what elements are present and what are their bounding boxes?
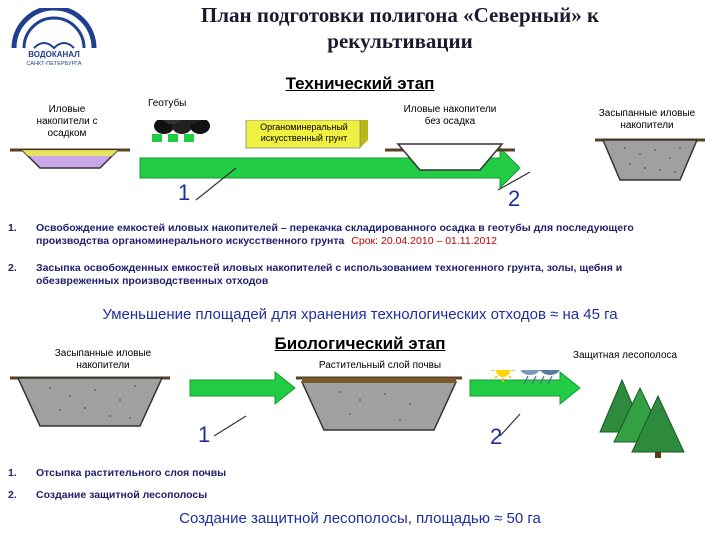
biological-marker-2: 2: [490, 424, 503, 449]
forest-icon: [599, 378, 685, 458]
technical-summary: Уменьшение площадей для хранения техноло…: [102, 306, 618, 323]
label-silt-without-sediment: Иловые накопители без осадка: [403, 104, 497, 127]
silt-pond-filled-tech: [595, 138, 705, 181]
logo-text: ВОДОКАНАЛ: [28, 50, 80, 59]
technical-item-2-num: 2.: [8, 262, 17, 274]
sun-icon: [491, 370, 515, 382]
technical-item-1-deadline: Срок: 20.04.2010 – 01.11.2012: [351, 235, 497, 247]
technical-item-1: Освобождение емкостей иловых накопителей…: [36, 222, 686, 248]
logo: ВОДОКАНАЛ САНКТ-ПЕТЕРБУРГА: [6, 5, 102, 68]
silt-pond-with-soil: [296, 376, 462, 431]
geotubes-icon: [152, 120, 210, 142]
biological-arrow-2: [469, 370, 581, 406]
label-silt-with-sediment: Иловые накопители с осадком: [36, 104, 98, 139]
silt-pond-empty: [385, 143, 515, 171]
label-filled-silt-tech: Засыпанные иловые накопители: [598, 108, 696, 131]
technical-item-2: Засыпка освобожденных емкостей иловых на…: [36, 262, 623, 287]
silt-pond-filled-bio: [10, 376, 170, 427]
biological-item-2-num: 2.: [8, 489, 17, 501]
logo-icon: ВОДОКАНАЛ САНКТ-ПЕТЕРБУРГА: [11, 5, 97, 67]
biological-diagram: [10, 370, 685, 458]
label-soil-layer: Растительный слой почвы: [318, 360, 442, 371]
biological-stage-heading: Биологический этап: [274, 334, 446, 353]
technical-diagram: [10, 120, 705, 201]
technical-item-1-num: 1.: [8, 222, 17, 234]
silt-pond-with-sediment: [10, 148, 130, 169]
label-organomineral: Органоминеральный искусственный грунт: [260, 122, 348, 143]
technical-item-1-text: Освобождение емкостей иловых накопителей…: [36, 222, 634, 247]
label-filled-silt-bio: Засыпанные иловые накопители: [54, 348, 152, 371]
biological-summary: Создание защитной лесополосы, площадью ≈…: [179, 510, 541, 527]
technical-marker-2: 2: [508, 186, 521, 211]
organomineral-box: [245, 120, 368, 149]
biological-item-2: Создание защитной лесополосы: [36, 489, 208, 501]
biological-arrow: [189, 370, 296, 406]
rain-cloud-icon: [520, 370, 560, 385]
technical-marker-1: 1: [178, 180, 191, 205]
label-forest-belt: Защитная лесополоса: [572, 350, 678, 361]
label-geotubes: Геотубы: [148, 98, 187, 109]
page-title: План подготовки полигона «Северный» к ре…: [200, 3, 600, 53]
logo-subtext: САНКТ-ПЕТЕРБУРГА: [26, 61, 81, 67]
biological-item-1: Отсыпка растительного слоя почвы: [36, 467, 227, 479]
biological-marker-1: 1: [198, 422, 211, 447]
biological-item-1-num: 1.: [8, 467, 17, 479]
technical-stage-heading: Технический этап: [285, 74, 435, 93]
